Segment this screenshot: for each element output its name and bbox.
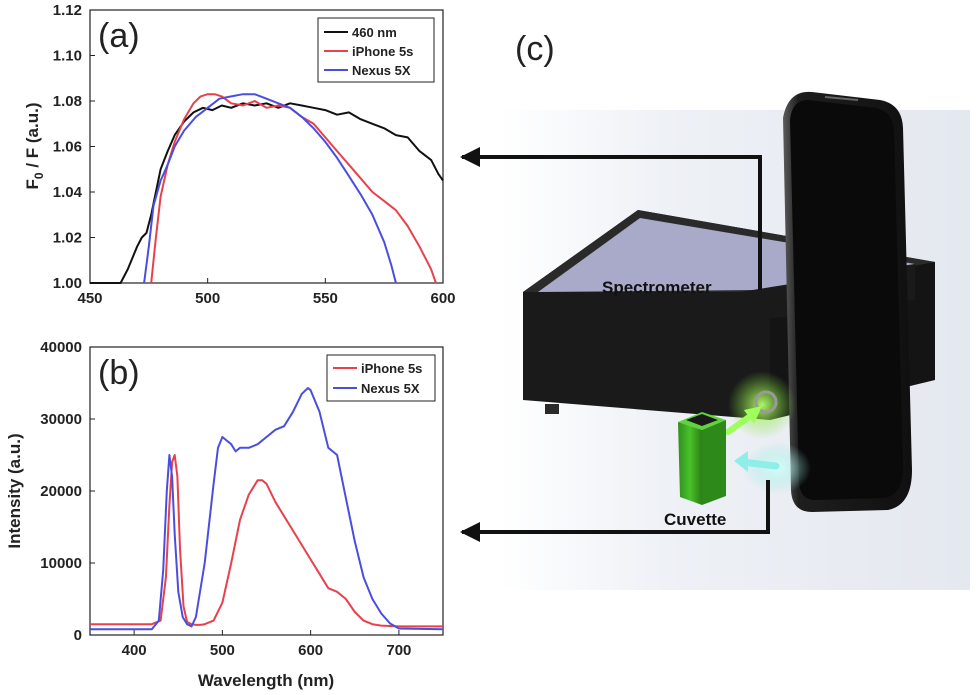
chart-a-x-tick-label: 500 (195, 290, 220, 307)
chart-a-ticks: 450 500 550 600 1.00 1.02 1.04 1.06 1.08 1.10 1.12 (53, 2, 456, 307)
green-arrow-head (744, 406, 762, 424)
chart-a-y-tick-label: 1.06 (53, 139, 82, 156)
panel-c-scene: Spectrometer Cuvette (c) (460, 30, 970, 590)
chart-b-legend-box (326, 354, 436, 402)
chart-b-x-axis-title: Wavelength (nm) (198, 671, 334, 690)
chart-a-ylabel-rest: / F (a.u.) (23, 103, 42, 173)
chart-a: 450 500 550 600 1.00 1.02 1.04 1.06 1.08 1.10 1.12… (23, 2, 456, 307)
lens (754, 390, 778, 414)
chart-a-legend-label-nexus: Nexus 5X (352, 63, 411, 78)
chart-a-legend-label-460: 460 nm (352, 25, 397, 40)
phone-device (783, 91, 912, 512)
chart-b-x-tick-label: 600 (298, 642, 323, 659)
chart-a-series-line-nexus (143, 93, 397, 284)
chart-a-y-tick-label: 1.02 (53, 230, 82, 247)
chart-a-series-line-iphone (150, 93, 437, 284)
chart-a-series (90, 93, 444, 284)
chart-b-legend-label-nexus: Nexus 5X (361, 381, 420, 396)
chart-a-legend: 460 nm iPhone 5s Nexus 5X (317, 17, 435, 83)
chart-a-y-tick-label: 1.08 (53, 93, 82, 110)
chart-a-y-tick-label: 1.10 (53, 48, 82, 65)
chart-a-y-tick-label: 1.00 (53, 275, 82, 292)
chart-b-legend: iPhone 5s Nexus 5X (326, 354, 436, 402)
chart-b-legend-label-iphone: iPhone 5s (361, 361, 422, 376)
chart-b-y-tick-label: 10000 (40, 555, 82, 572)
chart-a-x-tick-label: 550 (313, 290, 338, 307)
chart-b-y-axis-title: Intensity (a.u.) (5, 433, 24, 548)
panel-label-a: (a) (98, 17, 140, 55)
arrow-to-panel-b (460, 480, 770, 542)
chart-b-series-line-iphone (90, 454, 443, 628)
cyan-arrow-head (734, 451, 748, 472)
panel-label-c: (c) (515, 30, 555, 68)
chart-a-series-line-c460 (90, 102, 444, 284)
chart-b: 400 500 600 700 0 10000 20000 30000 40000 (b) In… (5, 339, 444, 690)
chart-a-ylabel-main: F (23, 179, 42, 189)
chart-a-legend-label-iphone: iPhone 5s (352, 44, 413, 59)
spectrometer-label: Spectrometer (602, 278, 712, 297)
cuvette-label: Cuvette (664, 510, 726, 529)
chart-a-x-tick-label: 450 (77, 290, 102, 307)
chart-b-series (90, 387, 444, 631)
chart-b-x-tick-label: 400 (122, 642, 147, 659)
chart-b-series-line-nexus (90, 387, 444, 631)
arrow-to-panel-a (460, 147, 762, 290)
chart-b-y-tick-label: 20000 (40, 483, 82, 500)
chart-b-y-tick-label: 30000 (40, 411, 82, 428)
chart-a-y-tick-label: 1.12 (53, 2, 82, 19)
chart-b-ticks: 400 500 600 700 0 10000 20000 30000 40000 (40, 339, 411, 659)
chart-a-y-axis-title: F0 / F (a.u.) (23, 103, 46, 190)
chart-a-x-tick-label: 600 (430, 290, 455, 307)
chart-b-x-tick-label: 500 (210, 642, 235, 659)
chart-a-y-tick-label: 1.04 (53, 184, 83, 201)
lens-glow (728, 371, 796, 439)
panel-label-b: (b) (98, 354, 140, 392)
chart-b-x-tick-label: 700 (386, 642, 411, 659)
chart-b-y-tick-label: 40000 (40, 339, 82, 356)
cuvette (678, 412, 726, 505)
chart-a-ylabel-subscript: 0 (32, 172, 46, 179)
chart-b-y-tick-label: 0 (74, 627, 82, 644)
